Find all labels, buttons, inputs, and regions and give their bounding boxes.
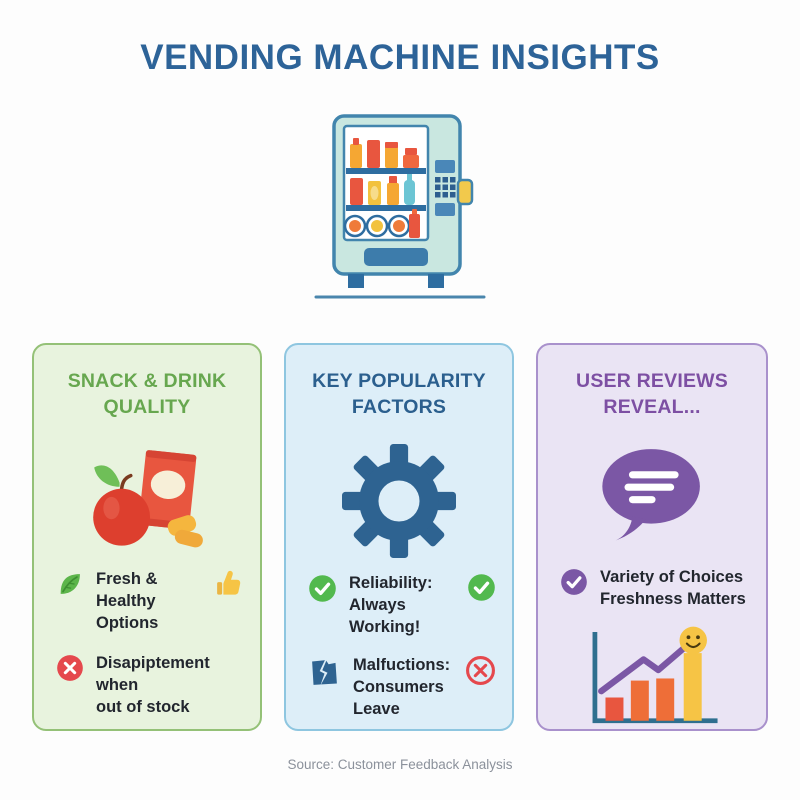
growth-chart-smiley-icon xyxy=(592,626,718,724)
broken-machine-icon xyxy=(312,659,337,686)
list-item-text: Fresh & Healthy Options xyxy=(96,570,159,632)
vending-machine-icon xyxy=(296,110,504,306)
card-title: USER REVIEWS REVEAL... xyxy=(576,370,728,418)
check-circle-icon xyxy=(468,574,495,601)
vending-machine-illustration xyxy=(314,114,486,299)
list-item-text: Reliability: Always Working! xyxy=(349,574,433,636)
list-item: Malfuctions: Consumers Leave xyxy=(286,655,512,720)
list-item: Reliability: Always Working! xyxy=(286,573,512,638)
list-item: Disapiptement when out of stock xyxy=(34,653,260,718)
card-user-reviews: USER REVIEWS REVEAL... Variety of Choice… xyxy=(536,343,768,731)
card-title: KEY POPULARITY FACTORS xyxy=(312,370,486,418)
card-title: SNACK & DRINK QUALITY xyxy=(67,370,227,418)
check-circle-purple-icon xyxy=(561,569,587,595)
gear-icon xyxy=(342,444,456,559)
list-item-text: Disapiptement when out of stock xyxy=(96,654,210,716)
card-snack-drink-quality: SNACK & DRINK QUALITY xyxy=(32,343,262,731)
list-item-text: Variety of Choices Freshness Matters xyxy=(600,568,746,608)
list-item: Variety of Choices Freshness Matters xyxy=(538,567,766,611)
speech-bubble-icon xyxy=(602,449,700,541)
card-key-popularity-factors: KEY POPULARITY FACTORS Reliability: Alwa… xyxy=(284,343,514,731)
list-item: Fresh & Healthy Options xyxy=(34,569,260,634)
cross-circle-icon xyxy=(57,655,83,681)
thumbs-up-icon xyxy=(217,570,241,595)
list-item-text: Malfuctions: Consumers Leave xyxy=(353,656,451,718)
check-circle-icon xyxy=(309,575,336,602)
apple-snacks-icon xyxy=(93,450,203,548)
leaf-icon xyxy=(60,574,80,594)
no-entry-icon xyxy=(466,656,495,685)
source-caption: Source: Customer Feedback Analysis xyxy=(287,757,513,772)
page-title: VENDING MACHINE INSIGHTS xyxy=(140,38,660,77)
